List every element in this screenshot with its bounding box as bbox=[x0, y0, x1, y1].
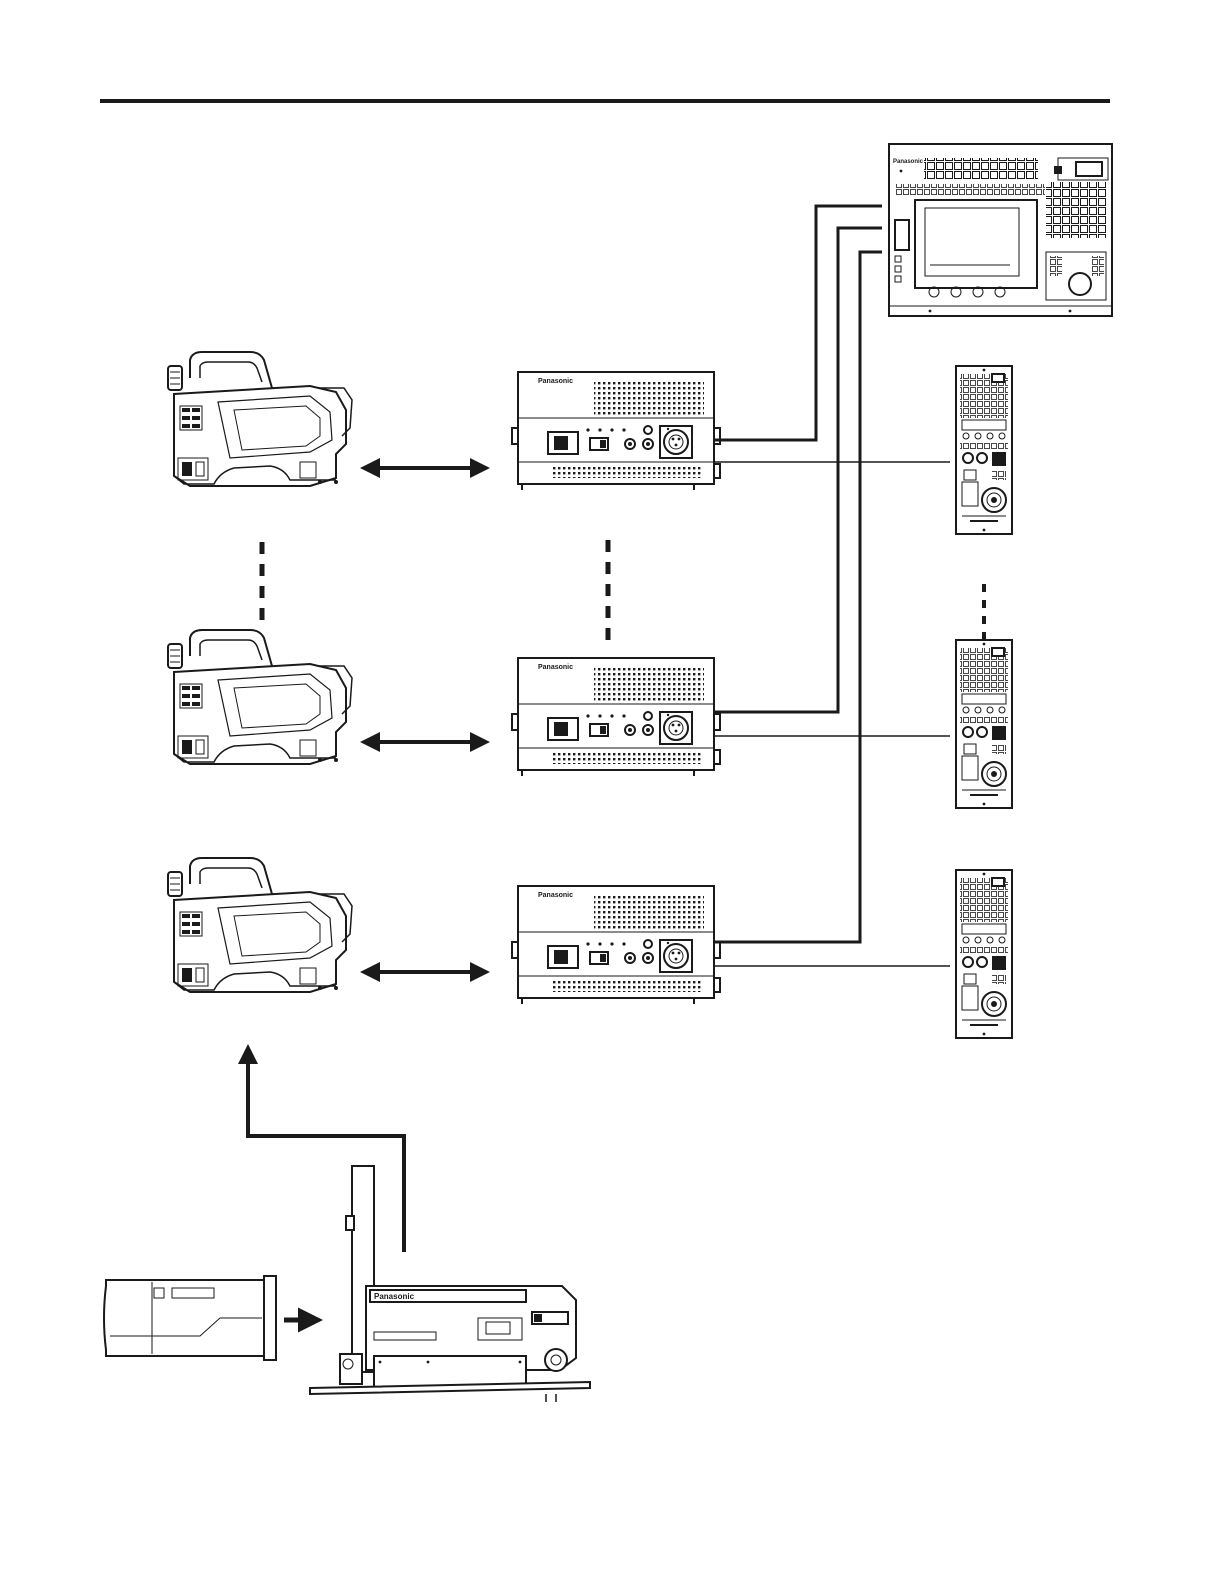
adaptor-3-to-control-cable bbox=[714, 252, 882, 942]
field-adaptor-brand-label: Panasonic bbox=[374, 1292, 415, 1301]
remote-panel-1 bbox=[956, 366, 1012, 534]
adaptor-1-brand-label: Panasonic bbox=[538, 378, 573, 385]
camera-head-1 bbox=[168, 352, 352, 486]
camera-adaptor-2: Panasonic bbox=[512, 658, 720, 776]
studio-field-adaptor: Panasonic bbox=[310, 1166, 590, 1402]
remote-panel-2 bbox=[956, 640, 1012, 808]
camera-adaptor-3: Panasonic bbox=[512, 886, 720, 1004]
control-panel-brand-label: Panasonic bbox=[893, 159, 924, 165]
adaptor-3-brand-label: Panasonic bbox=[538, 892, 573, 899]
camera-head-2 bbox=[168, 630, 352, 764]
remote-panel-3 bbox=[956, 870, 1012, 1038]
adaptor-1-to-control-cable bbox=[714, 206, 882, 440]
lens-unit bbox=[104, 1276, 276, 1360]
adaptor-2-brand-label: Panasonic bbox=[538, 664, 573, 671]
field-adaptor-to-camera-arrow bbox=[248, 1048, 404, 1252]
camera-adaptor-1: Panasonic bbox=[512, 372, 720, 490]
remote-control-unit: Panasonic bbox=[889, 144, 1112, 316]
camera-head-3 bbox=[168, 858, 352, 992]
adaptor-2-to-control-cable bbox=[714, 228, 882, 712]
